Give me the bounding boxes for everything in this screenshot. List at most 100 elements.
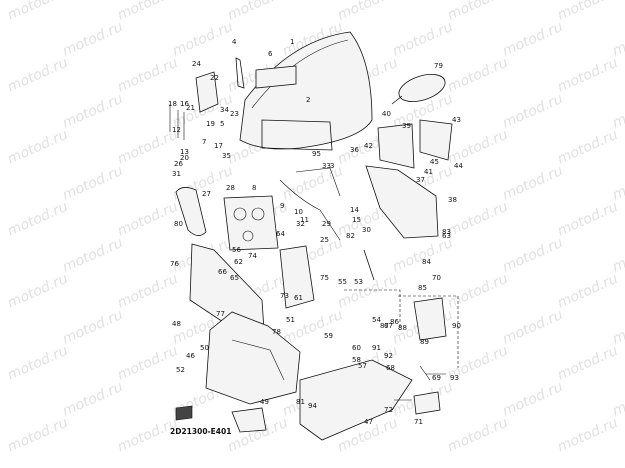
watermark-text: motod.ru	[115, 343, 180, 384]
callout-54: 54	[372, 316, 381, 324]
watermark-text: motod.ru	[610, 379, 625, 420]
watermark-text: motod.ru	[390, 19, 455, 60]
callout-31: 31	[172, 170, 181, 178]
screen-bracket	[261, 119, 333, 151]
watermark-text: motod.ru	[610, 307, 625, 348]
callout-34: 34	[220, 106, 229, 114]
cowling-inner-right	[377, 123, 415, 169]
callout-91: 91	[372, 344, 381, 352]
clip-part	[175, 405, 193, 421]
watermark-text: motod.ru	[60, 91, 125, 132]
bolt-stack-left	[169, 104, 185, 140]
watermark-text: motod.ru	[445, 199, 510, 240]
callout-79: 79	[434, 62, 443, 70]
callout-78: 78	[272, 328, 281, 336]
callout-80: 80	[174, 220, 183, 228]
callout-27: 27	[202, 190, 211, 198]
callout-44: 44	[454, 162, 463, 170]
callout-30: 30	[362, 226, 371, 234]
watermark-text: motod.ru	[60, 19, 125, 60]
watermark-text: motod.ru	[610, 91, 625, 132]
callout-92: 92	[384, 352, 393, 360]
callout-3: 3	[330, 162, 334, 170]
callout-90: 90	[452, 322, 461, 330]
watermark-text: motod.ru	[500, 19, 565, 60]
callout-37: 37	[416, 176, 425, 184]
watermark-text: motod.ru	[555, 343, 620, 384]
watermark-text: motod.ru	[390, 235, 455, 276]
watermark-text: motod.ru	[60, 307, 125, 348]
watermark-text: motod.ru	[500, 163, 565, 204]
watermark-text: motod.ru	[500, 307, 565, 348]
callout-18: 18	[168, 100, 177, 108]
windshield	[239, 31, 373, 150]
meter-gauge-left	[233, 207, 247, 221]
air-duct	[231, 407, 267, 433]
callout-10: 10	[294, 208, 303, 216]
callout-13: 13	[180, 148, 189, 156]
callout-43: 43	[452, 116, 461, 124]
callout-61: 61	[294, 294, 303, 302]
watermark-text: motod.ru	[445, 415, 510, 456]
callout-50: 50	[200, 344, 209, 352]
watermark-text: motod.ru	[280, 307, 345, 348]
watermark-text: motod.ru	[445, 55, 510, 96]
callout-87: 87	[380, 322, 389, 330]
callout-55: 55	[338, 278, 347, 286]
callout-48: 48	[172, 320, 181, 328]
watermark-text: motod.ru	[5, 0, 70, 24]
panel-39	[419, 119, 453, 161]
diagram-code: 2D21300-E401	[170, 427, 231, 436]
callout-15: 15	[352, 216, 361, 224]
watermark-text: motod.ru	[610, 163, 625, 204]
callout-56: 56	[232, 246, 241, 254]
callout-17: 17	[214, 142, 223, 150]
watermark-text: motod.ru	[115, 199, 180, 240]
callout-69: 69	[432, 374, 441, 382]
watermark-text: motod.ru	[5, 415, 70, 456]
watermark-text: motod.ru	[335, 0, 400, 24]
callout-21: 21	[186, 104, 195, 112]
callout-53: 53	[354, 278, 363, 286]
callout-76: 76	[170, 260, 179, 268]
callout-22: 22	[210, 74, 219, 82]
callout-26: 26	[174, 160, 183, 168]
watermark-text: motod.ru	[5, 55, 70, 96]
callout-6: 6	[268, 50, 273, 58]
callout-5: 5	[220, 120, 224, 128]
assembly-boundary-center	[344, 289, 401, 330]
callout-24: 24	[192, 60, 201, 68]
callout-46: 46	[186, 352, 195, 360]
watermark-text: motod.ru	[555, 415, 620, 456]
mirror-bracket	[255, 65, 297, 89]
front-cowl	[205, 311, 301, 405]
callout-89: 89	[420, 338, 429, 346]
callout-45: 45	[430, 158, 439, 166]
callout-2: 2	[306, 96, 310, 104]
callout-47: 47	[364, 418, 373, 426]
watermark-text: motod.ru	[5, 199, 70, 240]
callout-numbers: 1234567891011121314151617181920212223242…	[168, 38, 463, 426]
callout-71: 71	[414, 418, 423, 426]
callout-74: 74	[248, 252, 257, 260]
meter-gauge-right	[251, 207, 265, 221]
watermark-text: motod.ru	[60, 379, 125, 420]
callout-75: 75	[320, 274, 329, 282]
callout-12: 12	[172, 126, 181, 134]
callout-81: 81	[296, 398, 305, 406]
callout-58: 58	[352, 356, 361, 364]
callout-84: 84	[422, 258, 431, 266]
callout-86: 86	[390, 318, 399, 326]
callout-65: 65	[230, 274, 239, 282]
callout-28: 28	[226, 184, 235, 192]
callout-59: 59	[324, 332, 333, 340]
watermark-text: motod.ru	[5, 271, 70, 312]
callout-73: 73	[280, 292, 289, 300]
callout-95: 95	[312, 150, 321, 158]
callout-52: 52	[176, 366, 185, 374]
wire-harness	[279, 167, 341, 241]
watermark-text: motod.ru	[555, 271, 620, 312]
assembly-boundary-right	[398, 295, 459, 368]
watermark-text: motod.ru	[115, 127, 180, 168]
